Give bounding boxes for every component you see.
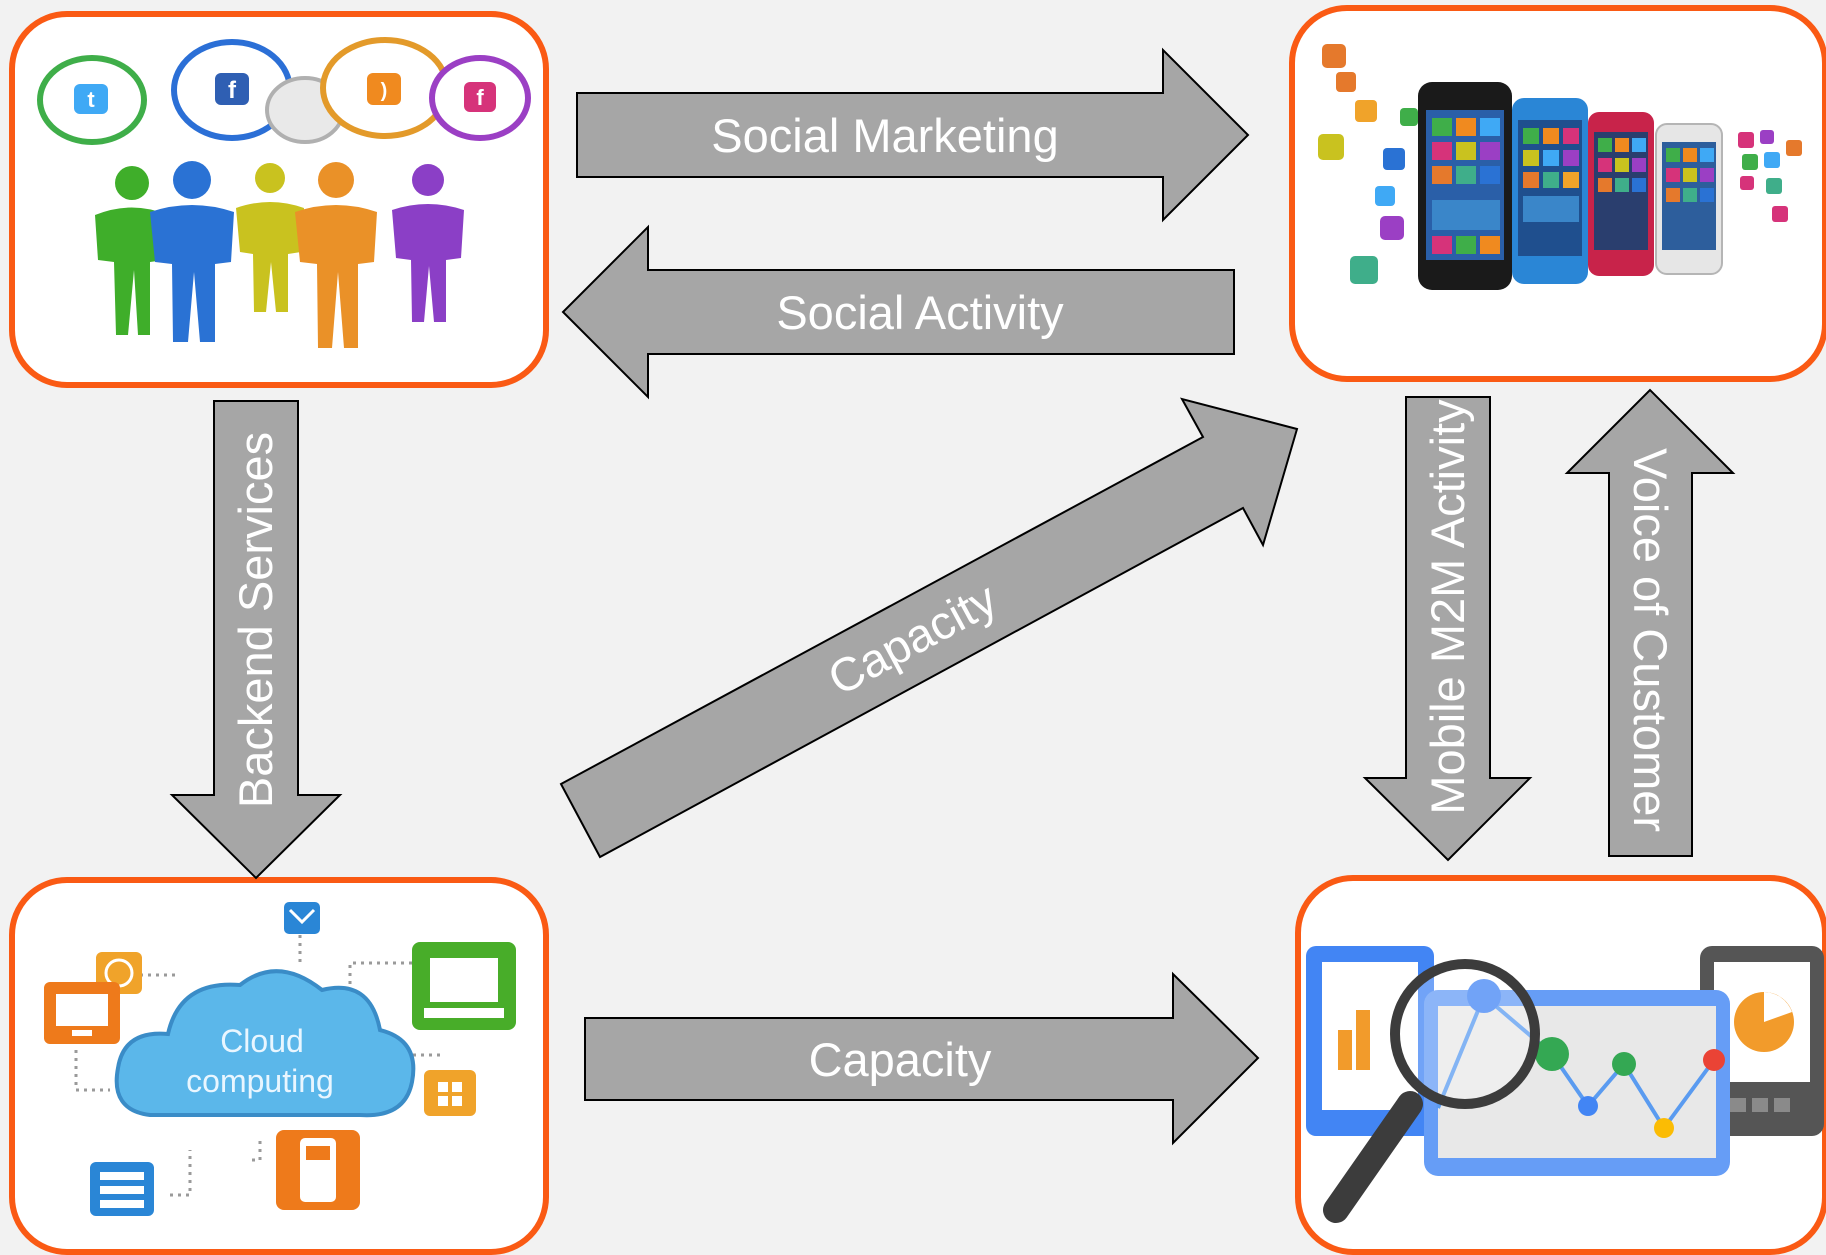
person-purple-icon bbox=[392, 164, 464, 322]
arrow-label-social-activity: Social Activity bbox=[776, 286, 1064, 339]
mobile-devices-apps-icon bbox=[1318, 44, 1802, 290]
analytics-tile bbox=[1295, 875, 1826, 1255]
person-green-icon bbox=[95, 166, 168, 335]
rss-bubble-icon: ) bbox=[320, 37, 450, 139]
magnifying-glass-icon bbox=[1323, 959, 1540, 1223]
phone-calculator-icon bbox=[276, 1130, 360, 1210]
cloud-computing-icon: Cloud computing bbox=[44, 902, 516, 1216]
svg-text:): ) bbox=[381, 80, 388, 102]
arrow-mobile-m2m: Mobile M2M Activity bbox=[1362, 396, 1533, 862]
svg-text:f: f bbox=[228, 77, 237, 104]
arrow-capacity-bottom: Capacity bbox=[584, 971, 1260, 1146]
phone-blue-icon bbox=[1512, 98, 1588, 284]
phone-white-icon bbox=[1655, 123, 1723, 275]
arrow-label-backend-services: Backend Services bbox=[229, 432, 282, 808]
arrow-label-capacity-bottom: Capacity bbox=[809, 1033, 992, 1086]
arrow-social-marketing: Social Marketing bbox=[576, 47, 1250, 223]
line-chart-panel-icon bbox=[1424, 979, 1730, 1176]
phone-red-icon bbox=[1588, 112, 1654, 276]
tablet-pie-chart-icon bbox=[1700, 946, 1824, 1136]
server-icon bbox=[90, 1162, 154, 1216]
arrow-capacity-diagonal: Capacity bbox=[559, 397, 1299, 859]
person-yellow-icon bbox=[236, 163, 304, 312]
phone-black-icon bbox=[1418, 82, 1512, 290]
grid-icon bbox=[424, 1070, 476, 1116]
cloud-shape-icon: Cloud computing bbox=[114, 969, 416, 1118]
arrow-label-mobile-m2m: Mobile M2M Activity bbox=[1421, 399, 1474, 815]
person-blue-icon bbox=[150, 161, 234, 342]
arrow-backend-services: Backend Services bbox=[169, 400, 343, 880]
desktop-icon bbox=[44, 982, 120, 1044]
social-media-people-icon: t f ) f bbox=[37, 37, 531, 348]
email-icon bbox=[284, 902, 320, 934]
cloud-tile: Cloud computing bbox=[9, 877, 549, 1255]
arrow-voice-of-customer: Voice of Customer bbox=[1564, 388, 1736, 857]
twitter-bubble-icon: t bbox=[37, 55, 147, 145]
cloud-label-line2: computing bbox=[186, 1063, 334, 1099]
arrow-social-activity: Social Activity bbox=[561, 224, 1235, 400]
facebook-bubble-icon-2: f bbox=[429, 55, 531, 141]
analytics-magnifier-icon bbox=[1306, 946, 1824, 1223]
arrow-label-social-marketing: Social Marketing bbox=[711, 109, 1058, 162]
cloud-label-line1: Cloud bbox=[220, 1023, 304, 1059]
laptop-icon bbox=[412, 942, 516, 1030]
social-tile: t f ) f bbox=[9, 11, 549, 388]
svg-text:t: t bbox=[87, 87, 95, 112]
person-orange-icon bbox=[295, 162, 377, 348]
svg-text:f: f bbox=[476, 85, 484, 110]
arrow-label-voice-of-customer: Voice of Customer bbox=[1624, 448, 1677, 832]
mobile-tile bbox=[1289, 5, 1826, 382]
